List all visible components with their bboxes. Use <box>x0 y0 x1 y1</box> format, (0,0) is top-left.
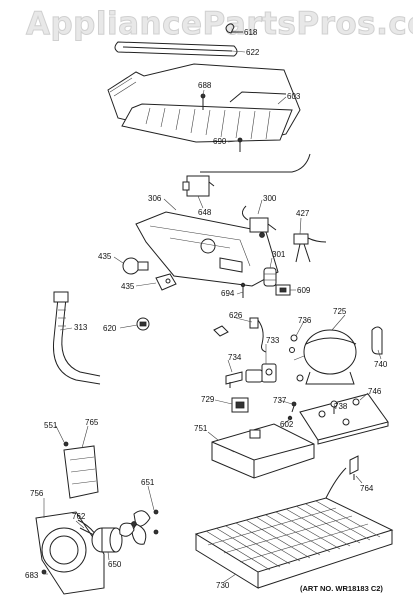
part-730-condenser <box>194 467 394 589</box>
part-740-clip <box>371 326 383 355</box>
callout-622: 622 <box>246 48 260 57</box>
part-756-fan-shroud <box>35 511 105 595</box>
callout-734: 734 <box>228 353 242 362</box>
callout-603: 603 <box>287 92 301 101</box>
part-427-wire-harness <box>293 233 327 263</box>
part-435-light-socket <box>155 273 177 291</box>
callout-733: 733 <box>266 336 280 345</box>
callout-609: 609 <box>297 286 311 295</box>
callout-740: 740 <box>374 360 388 369</box>
callout-313: 313 <box>74 323 88 332</box>
part-618-clip <box>225 23 243 34</box>
part-551-screw <box>63 441 69 447</box>
part-620-cap <box>136 317 150 331</box>
part-725-compressor <box>293 329 357 385</box>
callout-551: 551 <box>44 421 58 430</box>
callout-306: 306 <box>148 194 162 203</box>
callout-694: 694 <box>221 289 235 298</box>
part-313-drain-tube <box>52 291 101 385</box>
callout-690: 690 <box>213 137 227 146</box>
part-764-clip <box>349 455 359 480</box>
part-648-defrost-timer <box>182 175 215 197</box>
callout-650: 650 <box>108 560 122 569</box>
part-683-screw <box>41 569 47 575</box>
callout-725: 725 <box>333 307 347 316</box>
callout-301: 301 <box>272 250 286 259</box>
part-734-bracket <box>225 371 243 388</box>
part-301-capillary <box>263 267 277 287</box>
callout-427: 427 <box>296 209 310 218</box>
part-765-baffle <box>63 445 99 499</box>
callout-300: 300 <box>263 194 277 203</box>
callout-618: 618 <box>244 28 258 37</box>
callout-762: 762 <box>72 512 86 521</box>
part-746-mount-plate <box>299 393 389 445</box>
art-number: (ART NO. WR18183 C2) <box>300 584 383 593</box>
callout-737: 737 <box>273 396 287 405</box>
part-626-relay <box>213 317 267 353</box>
callout-756: 756 <box>30 489 44 498</box>
callout-435-bulb: 435 <box>98 252 112 261</box>
part-736-grommet <box>289 334 298 353</box>
part-609-switch <box>275 284 291 296</box>
part-751-drain-pan <box>211 423 315 479</box>
part-603-cover <box>107 63 311 173</box>
callout-683: 683 <box>25 571 39 580</box>
part-300-thermostat <box>242 205 277 238</box>
callout-688: 688 <box>198 81 212 90</box>
callout-764: 764 <box>360 484 374 493</box>
callout-435-socket: 435 <box>121 282 135 291</box>
callout-620: 620 <box>103 324 117 333</box>
part-694-screw <box>240 282 246 298</box>
part-737-screw <box>291 401 297 413</box>
callout-729: 729 <box>201 395 215 404</box>
callout-648: 648 <box>198 208 212 217</box>
callout-736: 736 <box>298 316 312 325</box>
part-435-light-bulb <box>122 257 149 275</box>
callout-651: 651 <box>141 478 155 487</box>
part-733-overload <box>245 363 277 383</box>
callout-738: 738 <box>334 402 348 411</box>
part-602-screw <box>287 415 293 421</box>
callout-746: 746 <box>368 387 382 396</box>
callout-626: 626 <box>229 311 243 320</box>
part-651-fan-blade <box>119 509 159 545</box>
callout-730: 730 <box>216 581 230 590</box>
part-729-relay <box>231 397 249 413</box>
watermark-logo: AppliancePartsPros.com <box>26 6 413 43</box>
callout-602: 602 <box>280 420 294 429</box>
part-650-fan-motor <box>91 527 123 553</box>
part-690-screw <box>237 137 243 152</box>
leader-lines <box>43 31 382 583</box>
callout-751: 751 <box>194 424 208 433</box>
callout-765: 765 <box>85 418 99 427</box>
part-622-shield <box>114 41 238 57</box>
